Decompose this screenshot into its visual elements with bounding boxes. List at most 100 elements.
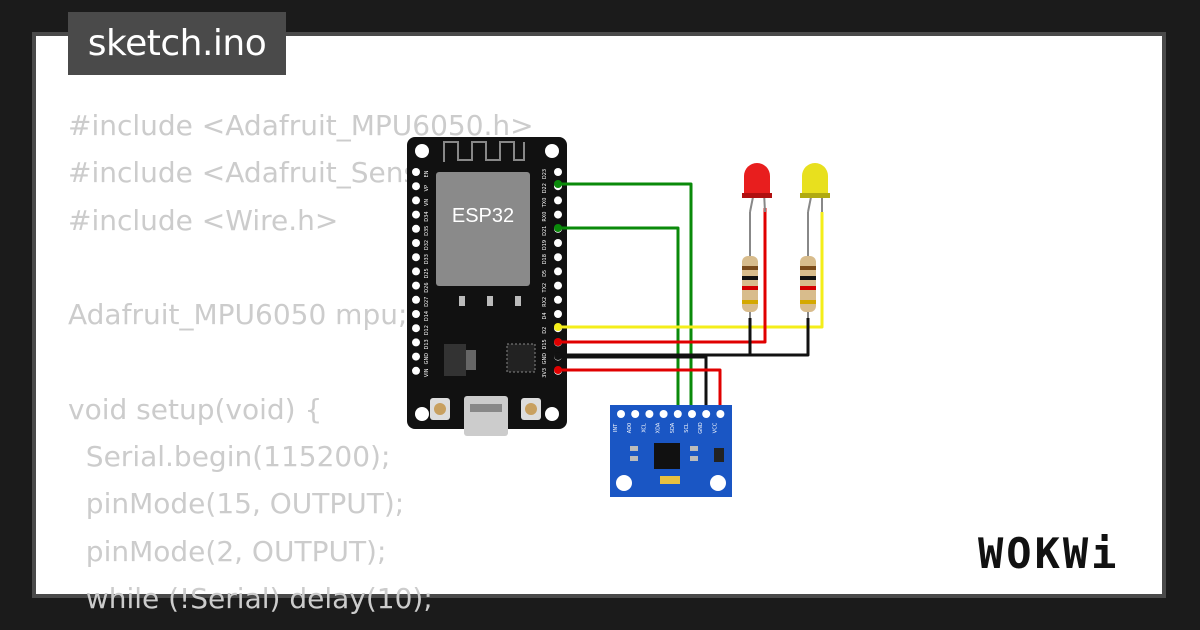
wire-yellow-led[interactable] [558, 212, 824, 329]
esp32-pin-label: VP [424, 185, 430, 191]
mpu6050-pin[interactable] [645, 410, 654, 418]
led-yellow-rim [800, 193, 830, 198]
wire-end [554, 352, 562, 360]
esp32-pin[interactable] [412, 239, 420, 247]
mpu6050-pin-label: XCL [641, 423, 647, 433]
wire-black-gnd-led1[interactable] [558, 318, 752, 357]
code-line: void setup(void) { [68, 392, 323, 426]
resistor-band [800, 276, 816, 280]
esp32-pin[interactable] [554, 267, 562, 276]
mount-hole [545, 144, 559, 158]
esp32-pin[interactable] [412, 352, 420, 361]
code-line: pinMode(2, OUTPUT); [68, 534, 387, 568]
mpu6050-pin[interactable] [702, 410, 711, 418]
usb-port [464, 396, 508, 436]
esp32-pin-label: GND [424, 353, 430, 365]
wire-end [554, 338, 562, 346]
esp32-pin[interactable] [412, 182, 420, 191]
esp32-left-pin-header: ENVPVND34D35D32D33D25D26D27D14D12D13GNDV… [412, 168, 430, 377]
esp32-pin-label: D25 [424, 268, 430, 278]
esp32-pin[interactable] [554, 281, 562, 290]
esp32-pin[interactable] [412, 224, 420, 233]
esp32-pin-label: TX0 [542, 198, 548, 209]
wire-end [554, 323, 562, 331]
component [487, 296, 493, 306]
resistor-2[interactable] [800, 212, 816, 318]
mpu6050-pin[interactable] [631, 410, 640, 418]
esp32-pin-label: D15 [542, 339, 548, 349]
mpu6050-pin-label: SCL [684, 423, 690, 433]
esp32-label: ESP32 [452, 205, 514, 227]
mpu6050-pin-label: GND [698, 422, 704, 434]
wire-red-led[interactable] [558, 208, 767, 344]
reset-button-cap [525, 403, 537, 415]
esp32-pin-label: D27 [424, 297, 430, 307]
code-line: #include <Adafruit_MPU6050.h> [68, 109, 534, 142]
boot-button-cap [434, 403, 446, 415]
component [630, 456, 638, 461]
esp32-pin[interactable] [412, 338, 420, 347]
esp32-pin[interactable] [554, 210, 562, 219]
usb-uart-chip [506, 343, 536, 373]
esp32-pin[interactable] [412, 310, 420, 318]
esp32-board[interactable]: ESP32 ENVPVND34D35D32D33D25D26D27D14D12D… [407, 137, 567, 436]
esp32-pin[interactable] [412, 253, 420, 262]
esp32-pin[interactable] [554, 310, 562, 318]
esp32-pin[interactable] [412, 267, 420, 276]
esp32-pin[interactable] [412, 295, 420, 304]
esp32-pin-label: D35 [424, 226, 430, 236]
mpu6050-pin[interactable] [617, 410, 625, 418]
esp32-pin[interactable] [412, 210, 420, 219]
esp32-pin[interactable] [554, 239, 562, 247]
mpu6050-pin[interactable] [716, 410, 725, 418]
esp32-pin-label: D4 [542, 312, 548, 319]
esp32-pin[interactable] [412, 196, 420, 205]
esp32-pin-label: RX2 [542, 297, 548, 307]
wire-black-gnd-led2[interactable] [558, 318, 810, 357]
mpu6050-pin-label: AD0 [627, 423, 633, 433]
wire-end [554, 224, 562, 232]
esp32-pin[interactable] [554, 295, 562, 304]
component [690, 446, 698, 451]
component [630, 446, 638, 451]
esp32-pin-label: D12 [424, 325, 430, 335]
file-tab[interactable]: sketch.ino [68, 12, 286, 75]
voltage-regulator [444, 344, 466, 376]
wire-black-gnd-mpu[interactable] [558, 355, 708, 412]
component [690, 456, 698, 461]
mpu6050-pin[interactable] [659, 410, 668, 418]
esp32-pin[interactable] [412, 168, 420, 176]
mpu6050-pin[interactable] [688, 410, 696, 418]
esp32-pin-label: D19 [542, 240, 548, 250]
wire-green-scl[interactable] [558, 182, 693, 412]
esp32-pin-label: D14 [424, 311, 430, 321]
wire-red-vcc[interactable] [558, 368, 722, 412]
esp32-pin[interactable] [412, 324, 420, 333]
esp32-pin-label: D34 [424, 211, 430, 221]
esp32-pin[interactable] [412, 281, 420, 290]
code-line: Serial.begin(115200); [68, 440, 391, 474]
esp32-pin[interactable] [412, 366, 420, 375]
led-red-rim [742, 193, 772, 198]
esp32-pin[interactable] [554, 196, 562, 205]
esp32-pin[interactable] [554, 168, 562, 176]
wire-green-sda[interactable] [558, 226, 680, 412]
esp32-pin-label: VIN [424, 368, 430, 377]
resistor-1[interactable] [742, 212, 758, 318]
resistor-band [742, 276, 758, 280]
esp32-pin-label: RX0 [542, 212, 548, 222]
esp32-module [436, 172, 530, 286]
esp32-pin-label: D23 [542, 169, 548, 179]
code-line: pinMode(15, OUTPUT); [68, 487, 405, 521]
mount-hole [545, 407, 559, 421]
esp32-pin-label: 3V3 [542, 368, 548, 378]
esp32-pin-label: D18 [542, 254, 548, 264]
led-red[interactable] [742, 163, 772, 213]
esp32-pin-label: D2 [542, 327, 548, 334]
esp32-pin-label: D22 [542, 183, 548, 193]
esp32-pin-label: GND [542, 353, 548, 365]
led-yellow[interactable] [800, 163, 830, 213]
mpu6050-pin[interactable] [673, 410, 682, 418]
esp32-pin[interactable] [554, 253, 562, 262]
